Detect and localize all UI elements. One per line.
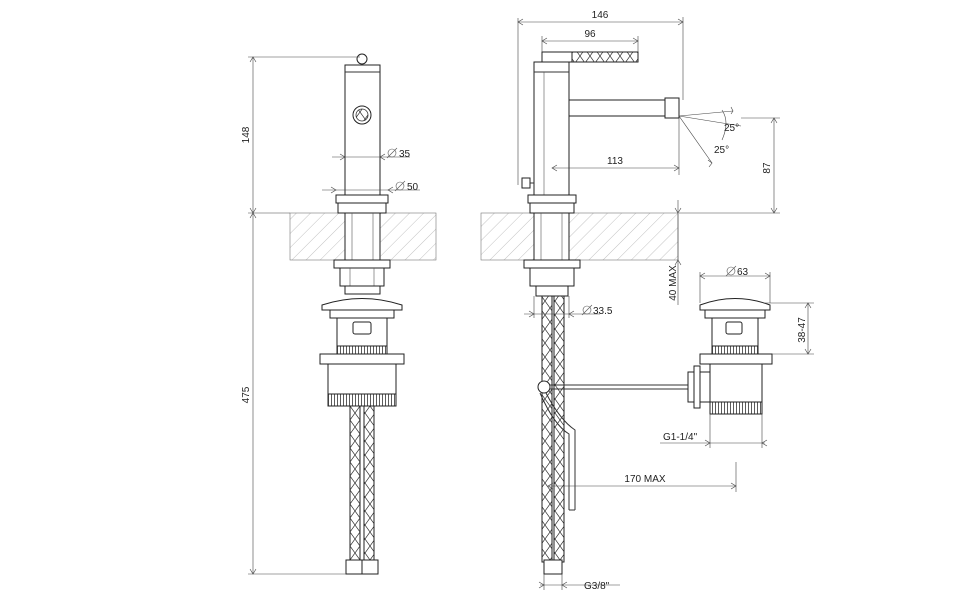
- side-spout: [568, 99, 680, 117]
- dim-angle-down: 25°: [714, 145, 729, 156]
- dim-body-diameter: 35: [399, 149, 411, 160]
- side-rod-joint: [537, 380, 551, 394]
- dim-rod-length: 170 MAX: [624, 474, 665, 485]
- dim-hose-thread: G3/8": [584, 581, 610, 592]
- dim-spout-reach: 113: [607, 156, 623, 167]
- front-waste-cap: [321, 298, 403, 311]
- dim-side-lever-length: 96: [584, 29, 596, 40]
- diameter-icon: [581, 304, 593, 316]
- front-base: [335, 194, 389, 204]
- dim-deck-thickness: 40 MAX: [668, 265, 679, 301]
- front-lever-knob: [356, 53, 368, 65]
- dim-shank-diameter: 33.5: [593, 306, 613, 317]
- dim-waste-diameter: 63: [737, 267, 749, 278]
- dim-front-height-top: 148: [241, 126, 252, 143]
- dim-waste-height: 38-47: [797, 317, 808, 343]
- side-hose-nut: [543, 559, 563, 575]
- front-view: 148 475 35 50: [241, 53, 437, 575]
- front-body: [344, 64, 381, 196]
- front-hose-right: [363, 405, 375, 563]
- front-nut: [339, 267, 385, 287]
- diameter-icon: [725, 265, 737, 277]
- front-shank: [344, 212, 381, 261]
- side-pull-rod: [545, 392, 576, 510]
- side-popup-knob: [521, 177, 531, 189]
- dim-base-diameter: 50: [407, 182, 419, 193]
- side-body: [533, 61, 570, 196]
- waste-cap: [699, 298, 771, 311]
- diameter-icon: [394, 180, 406, 192]
- dim-waste-thread: G1-1/4": [663, 432, 698, 443]
- dim-front-height-total: 475: [241, 386, 252, 403]
- side-hose: [541, 295, 553, 563]
- dim-side-width-total: 146: [592, 10, 609, 21]
- front-hose-left: [349, 405, 361, 563]
- dim-spout-height: 87: [762, 162, 773, 174]
- dim-angle-up: 25°: [724, 123, 739, 134]
- diameter-icon: [386, 147, 398, 159]
- side-view: 146 96 113 25° 25° 87 40 MAX: [480, 10, 814, 592]
- side-countertop: [480, 212, 679, 261]
